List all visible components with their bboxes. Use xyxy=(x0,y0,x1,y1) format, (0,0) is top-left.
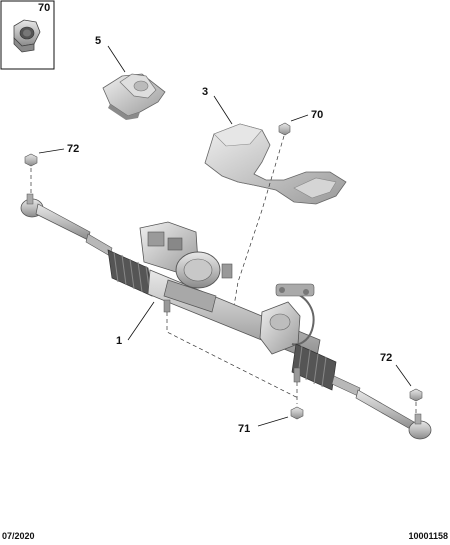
part-72-left-nut xyxy=(24,153,38,167)
part-71-nut xyxy=(290,406,304,420)
nut-inset-box: 70 xyxy=(0,0,55,70)
leader-1 xyxy=(127,301,155,341)
hex-nut-icon xyxy=(13,19,41,53)
right-boot xyxy=(291,343,337,391)
footer-reference: 10001158 xyxy=(408,531,448,541)
leader-70 xyxy=(290,114,309,122)
motor-ecu-unit xyxy=(139,221,233,313)
footer-date: 07/2020 xyxy=(2,531,35,541)
callout-3: 3 xyxy=(202,86,208,98)
callout-70: 70 xyxy=(311,109,323,121)
part-5-bracket xyxy=(102,73,166,120)
callout-1: 1 xyxy=(116,335,122,347)
leader-72-left xyxy=(38,148,65,154)
leader-3 xyxy=(213,95,233,125)
part-1-steering-rack xyxy=(20,193,432,440)
part-3-heat-shield xyxy=(204,123,347,205)
assembly-line-70 xyxy=(231,135,285,319)
callout-72-right: 72 xyxy=(380,352,392,364)
leader-72-right xyxy=(395,364,412,387)
pinion-housing xyxy=(259,283,315,355)
part-70-nut xyxy=(278,122,291,136)
callout-71: 71 xyxy=(238,423,250,435)
callout-72-left: 72 xyxy=(67,143,79,155)
leader-5 xyxy=(107,45,126,73)
callout-5: 5 xyxy=(95,35,101,47)
callout-70-box: 70 xyxy=(38,2,50,14)
leader-71 xyxy=(257,416,289,427)
part-72-right-nut xyxy=(409,388,423,402)
